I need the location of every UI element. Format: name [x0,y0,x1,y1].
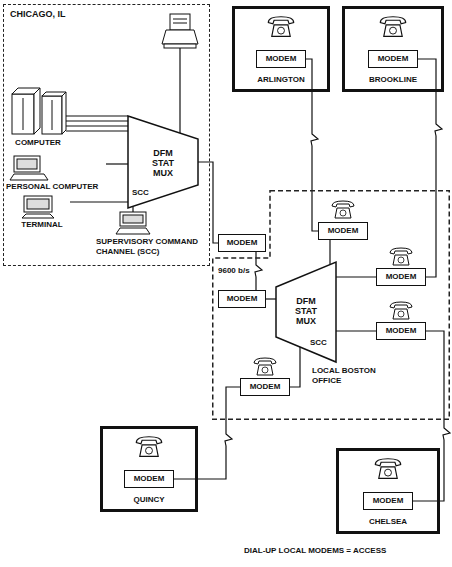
link-rate-label: 9600 b/s [217,266,251,276]
dashed-border [213,191,450,420]
node-label: MODEM [364,496,412,506]
data-link [266,298,276,299]
modem-box: MODEM [318,222,368,240]
terminal-unit: TERMINAL [14,196,70,232]
node-label: MODEM [125,474,173,484]
mux-shape [276,262,336,362]
node-label: CHELSEA [339,517,437,527]
data-link [198,162,218,243]
node-label: SUPERVISORY COMMAND CHANNEL (SCC) [96,237,208,257]
modem-box: MODEM [218,290,266,308]
node-label: DFM STAT MUX [145,148,181,178]
office-region: LOCAL BOSTON OFFICE MODEM DFM STAT MUX SCC M… [212,190,450,420]
modem-box: MODEM [256,50,306,68]
data-link [336,276,376,277]
computer-illustration [12,88,66,134]
data-link [106,163,128,164]
data-link [290,347,300,387]
modem-box: MODEM [376,268,426,286]
node-label: LOCAL BOSTON OFFICE [312,366,384,386]
node-label: MODEM [257,54,305,64]
node-label: QUINCY [103,495,195,505]
modem-box: MODEM [368,50,418,68]
stat-mux: DFM STAT MUX SCC [128,116,198,208]
printer-wire [179,48,180,133]
node-label: MODEM [377,272,425,282]
node-label: DFM STAT MUX [290,296,322,326]
data-link [329,240,330,265]
node-label: COMPUTER [10,138,66,148]
pc-illustration [10,156,48,180]
scc-terminal-illustration [116,212,150,234]
node-label: BROOKLINE [345,75,441,85]
computer-unit: COMPUTER [10,88,66,150]
scc-terminal: SUPERVISORY COMMAND CHANNEL (SCC) [96,212,208,260]
sub-label: SCC [132,188,156,198]
data-link [306,59,318,231]
stat-mux: DFM STAT MUX SCC [276,262,336,362]
modem-box: MODEM [240,378,290,396]
remote-site: BROOKLINE MODEM [342,6,444,92]
data-link [70,201,128,202]
mux-shape [128,116,198,208]
personal-computer: PERSONAL COMPUTER [6,156,106,192]
node-label: ARLINGTON [235,75,327,85]
node-label: CHICAGO, IL [10,9,140,20]
node-label: TERMINAL [14,220,70,230]
sub-label: SCC [310,338,332,348]
node-label: MODEM [377,326,425,336]
data-link [336,330,376,331]
node-label: MODEM [319,226,367,236]
node-label: MODEM [219,238,265,248]
node-label: PERSONAL COMPUTER [6,182,106,192]
remote-site: QUINCY MODEM [100,426,198,512]
modem-box: MODEM [218,234,266,252]
node-label: MODEM [219,294,265,304]
terminal-illustration [22,196,54,218]
remote-site: CHELSEA MODEM [336,448,440,534]
note-label: DIAL-UP LOCAL MODEMS = ACCESS [244,546,386,556]
data-link [413,331,450,501]
modem-box: MODEM [376,322,426,340]
node-label: MODEM [241,382,289,392]
remote-site: ARLINGTON MODEM [232,6,330,92]
node-label: MODEM [369,54,417,64]
data-link [66,116,128,131]
data-link [174,387,240,479]
telephone-icons [136,17,412,479]
modem-box: MODEM [363,492,413,510]
modem-box: MODEM [124,470,174,488]
printer-illustration [162,14,198,48]
site-region: CHICAGO, IL COMPUTER PERSONAL COMPUTER TERM… [3,4,210,266]
